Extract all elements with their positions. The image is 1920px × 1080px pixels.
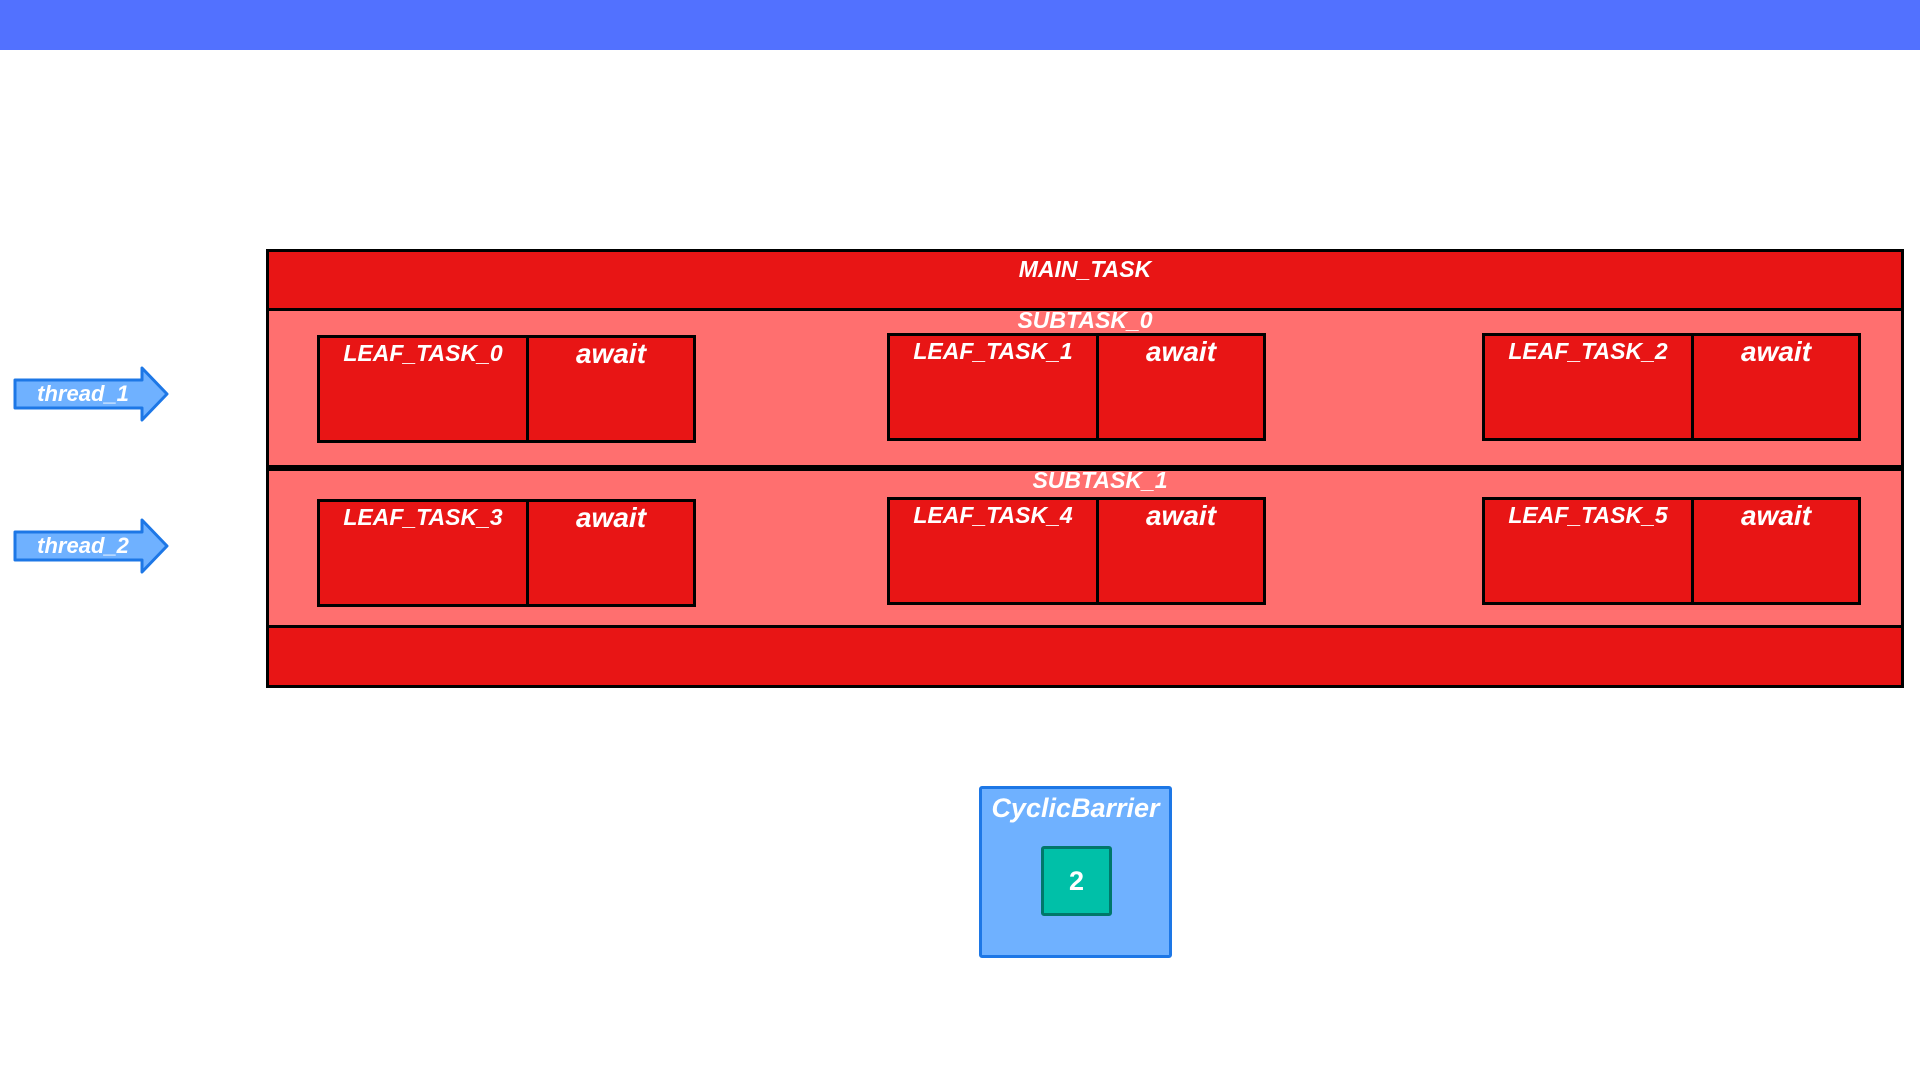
leaf-task-box: LEAF_TASK_1: [887, 333, 1099, 441]
leaf-task-box: LEAF_TASK_0: [317, 335, 529, 443]
header-bar: [0, 0, 1920, 50]
leaf-task-label: LEAF_TASK_0: [343, 340, 503, 366]
thread-label: thread_2: [37, 533, 129, 558]
await-label: await: [1740, 336, 1812, 367]
leaf-task-label: LEAF_TASK_2: [1508, 338, 1668, 364]
await-label: await: [1145, 336, 1217, 367]
subtask-label: SUBTASK_1: [1032, 467, 1168, 493]
await-box: await: [1096, 497, 1266, 605]
subtask-label: SUBTASK_0: [1017, 307, 1153, 333]
leaf-task-box: LEAF_TASK_3: [317, 499, 529, 607]
await-label: await: [575, 338, 647, 369]
await-box: await: [1691, 333, 1861, 441]
arrow-right-icon: [13, 366, 169, 422]
subtask-0-box: SUBTASK_0 LEAF_TASK_0 await LEAF_TASK_1 …: [269, 307, 1901, 468]
leaf-task-box: LEAF_TASK_2: [1482, 333, 1694, 441]
await-box: await: [526, 499, 696, 607]
await-label: await: [575, 502, 647, 533]
arrow-right-icon: [13, 518, 169, 574]
cyclic-barrier-label: CyclicBarrier: [991, 793, 1160, 823]
subtask-1-box: SUBTASK_1 LEAF_TASK_3 await LEAF_TASK_4 …: [269, 467, 1901, 628]
main-task-label: MAIN_TASK: [1018, 256, 1152, 282]
leaf-task-box: LEAF_TASK_4: [887, 497, 1099, 605]
main-task-box: MAIN_TASK SUBTASK_0 LEAF_TASK_0 await LE…: [266, 249, 1904, 688]
thread-label: thread_1: [37, 381, 129, 406]
await-box: await: [1096, 333, 1266, 441]
await-label: await: [1145, 500, 1217, 531]
leaf-task-label: LEAF_TASK_3: [343, 504, 503, 530]
leaf-task-label: LEAF_TASK_1: [913, 338, 1073, 364]
await-label: await: [1740, 500, 1812, 531]
barrier-count-badge: 2: [1041, 846, 1112, 916]
leaf-task-box: LEAF_TASK_5: [1482, 497, 1694, 605]
thread-2-arrow: thread_2: [13, 518, 171, 574]
thread-1-arrow: thread_1: [13, 366, 171, 422]
await-box: await: [1691, 497, 1861, 605]
await-box: await: [526, 335, 696, 443]
cyclic-barrier-box: CyclicBarrier 2: [979, 786, 1172, 958]
leaf-task-label: LEAF_TASK_4: [913, 502, 1073, 528]
leaf-task-label: LEAF_TASK_5: [1508, 502, 1668, 528]
